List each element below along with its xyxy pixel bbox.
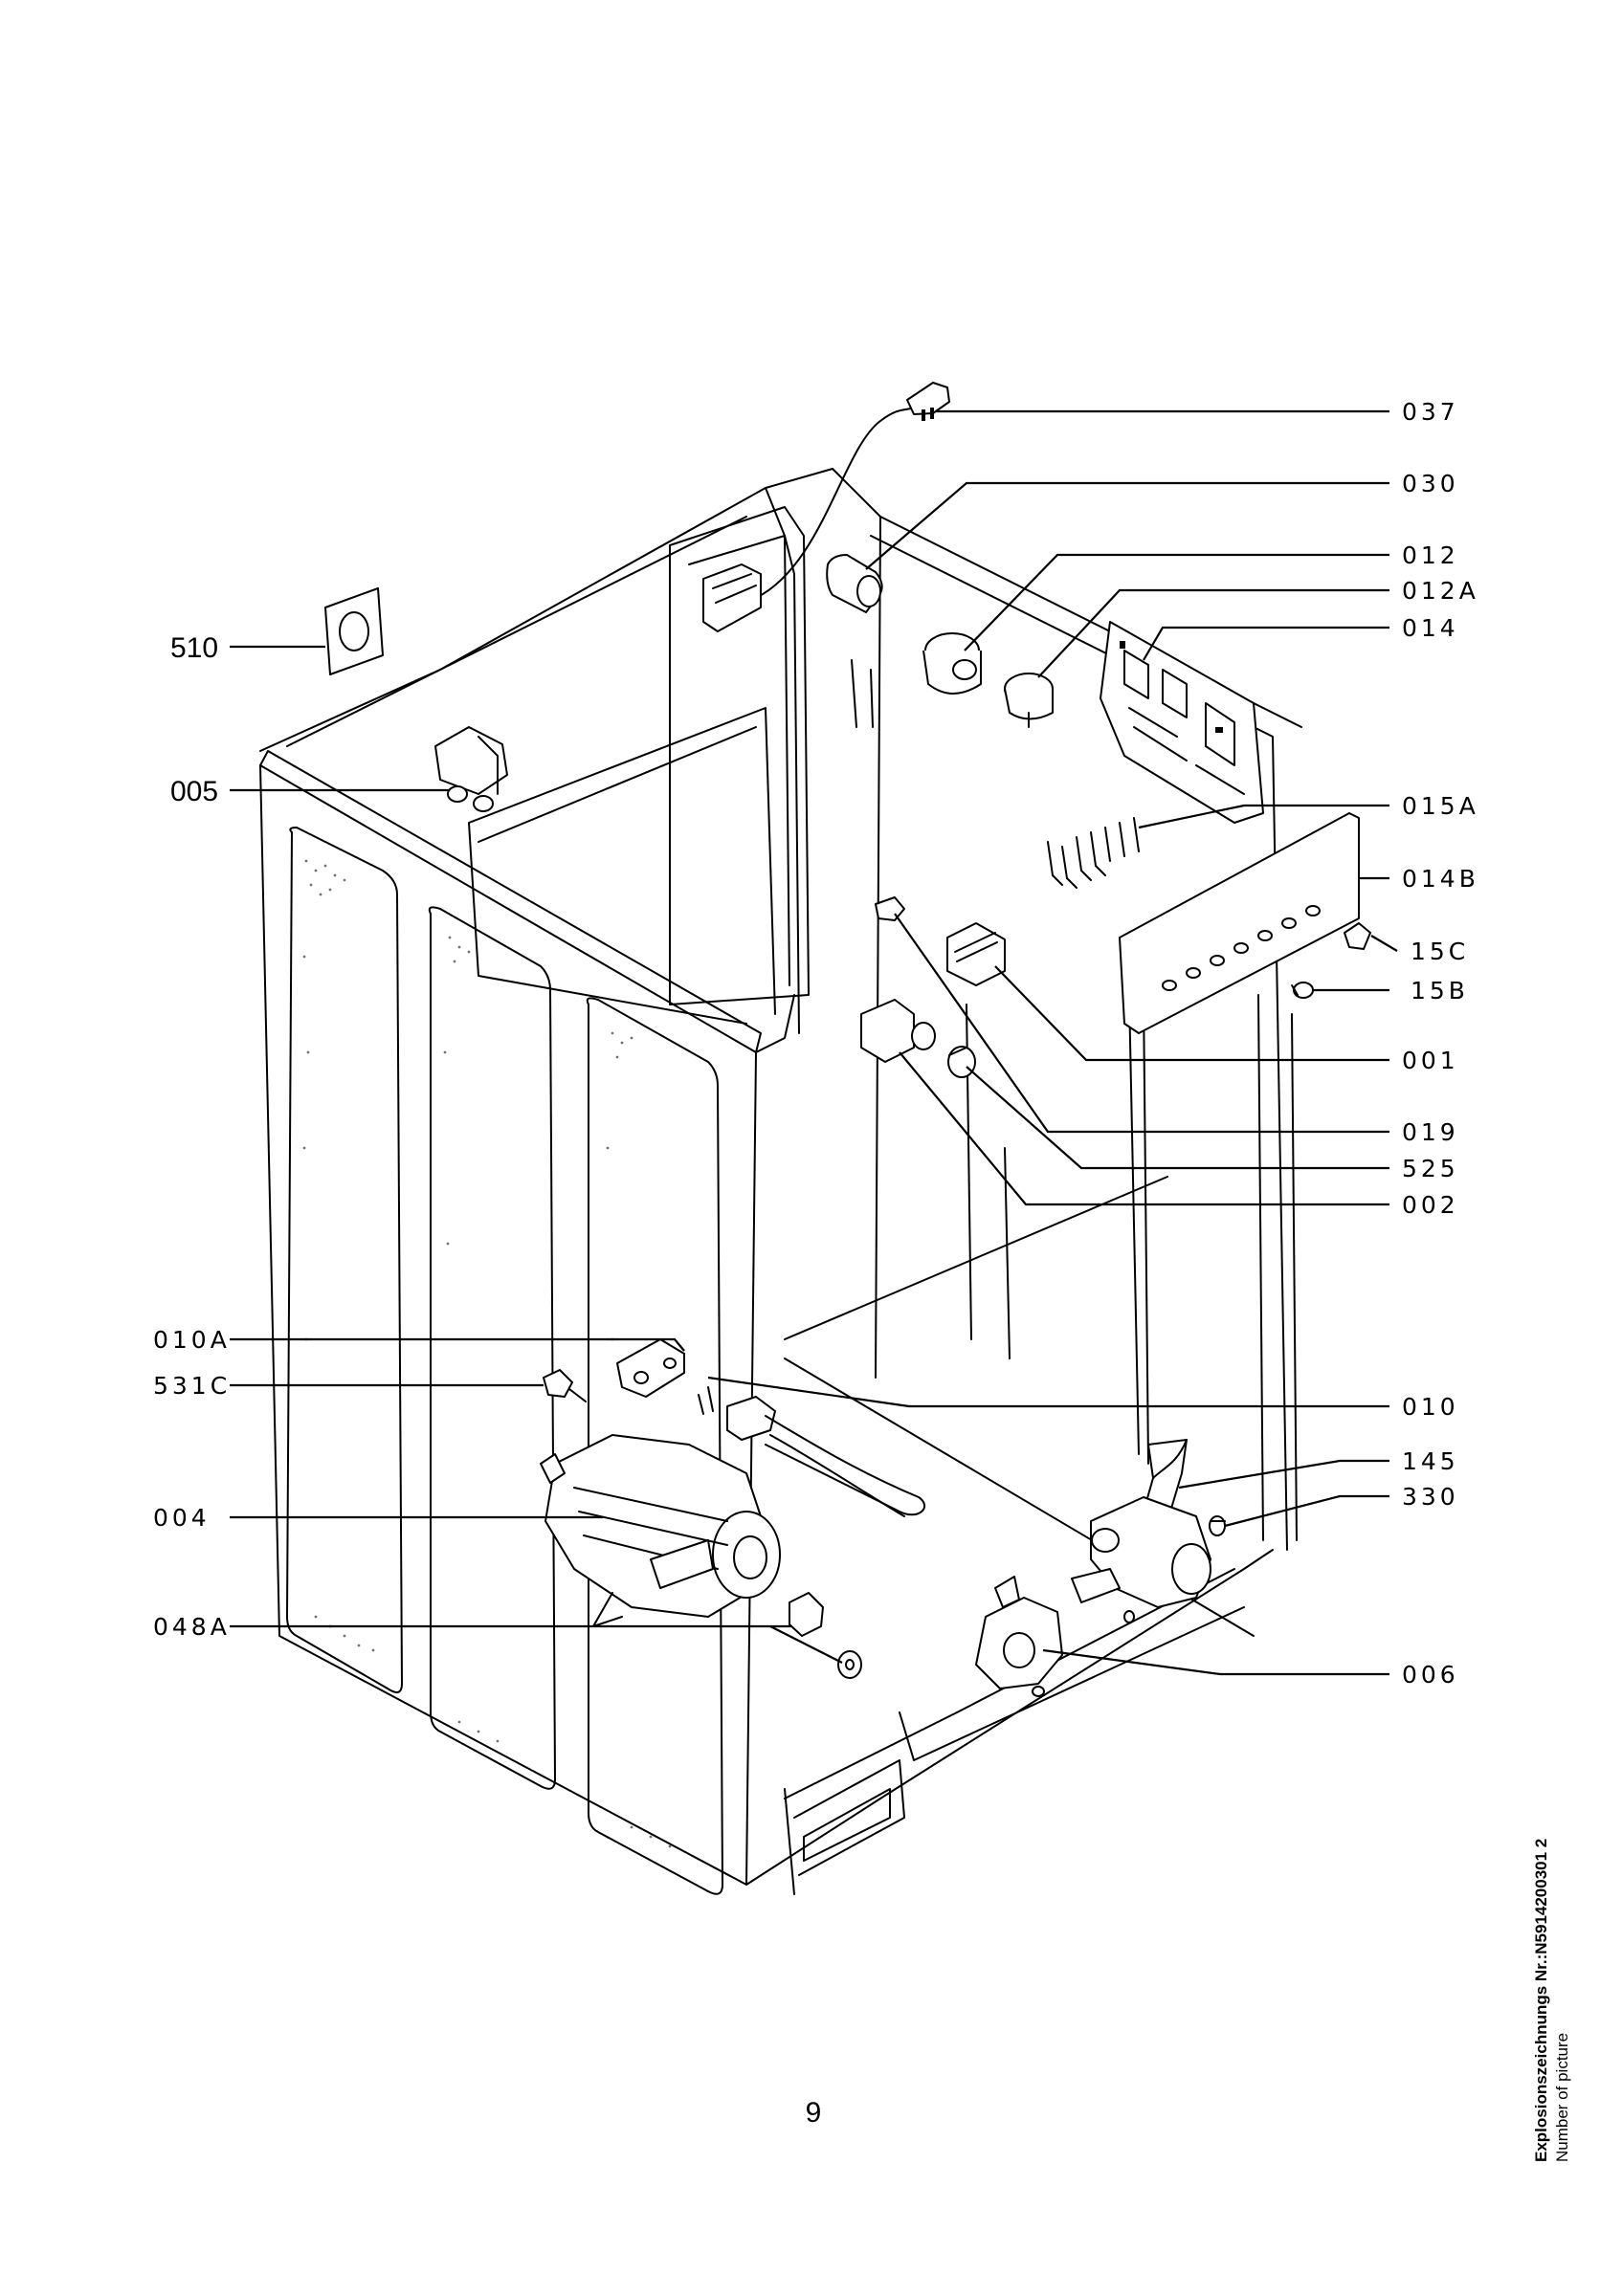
callout-014B: 014B bbox=[1402, 865, 1479, 893]
caption-drawing-number: Explosionszeichnungs Nr.:N5914200301 2 bbox=[1532, 1838, 1550, 2162]
callout-001: 001 bbox=[1402, 1047, 1459, 1074]
callout-014: 014 bbox=[1402, 614, 1459, 642]
callout-012: 012 bbox=[1402, 541, 1459, 569]
callout-030: 030 bbox=[1402, 470, 1459, 497]
callout-15B: 15B bbox=[1411, 977, 1469, 1004]
callout-145: 145 bbox=[1402, 1447, 1459, 1475]
cabinet-drawing bbox=[259, 468, 1302, 1895]
callout-006: 006 bbox=[1402, 1661, 1459, 1689]
callout-048A: 048A bbox=[153, 1613, 231, 1641]
callout-510: 510 bbox=[170, 632, 218, 664]
callout-015A: 015A bbox=[1402, 792, 1479, 820]
parts-drawing bbox=[324, 382, 1371, 1697]
callout-019: 019 bbox=[1402, 1118, 1459, 1146]
callout-012A: 012A bbox=[1402, 577, 1479, 605]
callout-002: 002 bbox=[1402, 1191, 1459, 1219]
callout-004: 004 bbox=[153, 1504, 211, 1532]
callout-531C: 531C bbox=[153, 1372, 231, 1400]
callout-010A: 010A bbox=[153, 1326, 231, 1354]
callout-037: 037 bbox=[1402, 398, 1459, 426]
callout-15C: 15C bbox=[1411, 938, 1469, 965]
callout-005: 005 bbox=[170, 776, 218, 807]
caption-number-of-picture: Number of picture bbox=[1553, 2032, 1571, 2162]
leader-lines bbox=[230, 409, 1398, 1676]
callout-525: 525 bbox=[1402, 1155, 1459, 1182]
callout-010: 010 bbox=[1402, 1393, 1459, 1421]
callout-330: 330 bbox=[1402, 1483, 1459, 1511]
callout-labels: 037 030 012 012A 014 510 005 015A 014B 1… bbox=[153, 398, 1479, 1689]
page-number: 9 bbox=[805, 2097, 822, 2129]
